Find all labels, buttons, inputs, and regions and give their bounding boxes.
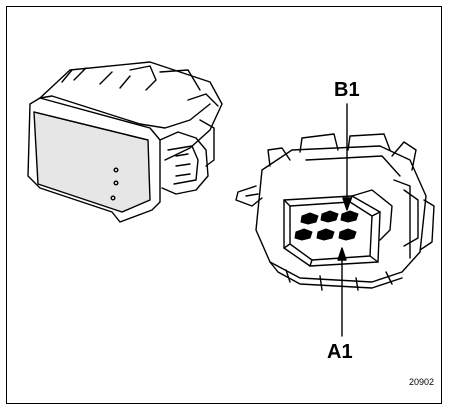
terminal-pins <box>294 210 359 241</box>
switch-housing <box>27 61 223 223</box>
figure-reference-number: 20902 <box>409 377 434 387</box>
harness-connector <box>235 133 435 291</box>
leader-a1 <box>337 247 347 337</box>
leader-b1 <box>342 103 352 211</box>
figure-frame <box>6 6 442 404</box>
label-a1: A1 <box>327 341 353 363</box>
label-b1: B1 <box>334 79 360 101</box>
